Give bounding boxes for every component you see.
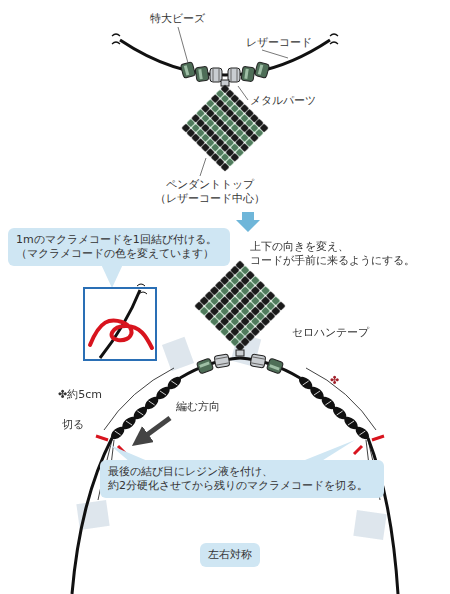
drawing-stroke xyxy=(160,391,166,395)
drawing-stroke xyxy=(325,401,331,405)
large-bead xyxy=(195,66,209,82)
drawing-stroke xyxy=(303,381,309,385)
drawing-stroke xyxy=(254,62,269,79)
drawing-stroke xyxy=(126,421,132,425)
drawing-stroke xyxy=(199,361,209,367)
label: 特大ビーズ xyxy=(150,12,205,26)
leader-line xyxy=(178,27,188,63)
pendant-grid xyxy=(195,261,286,352)
drawing-stroke xyxy=(184,65,189,75)
cut-mark xyxy=(354,436,384,454)
label: 切る xyxy=(62,418,84,432)
drawing-stroke xyxy=(115,431,121,435)
drawing-stroke xyxy=(266,358,283,374)
drawing-stroke xyxy=(216,363,230,365)
macrame-cord xyxy=(90,320,152,348)
drawing-stroke xyxy=(237,68,238,82)
drawing-stroke xyxy=(244,69,248,79)
callout-text: 左右対称 xyxy=(208,548,252,562)
metal-part xyxy=(228,68,240,82)
drawing-stroke xyxy=(215,357,229,359)
callout-box: 1mのマクラメコードを1回結び付ける。 （マクラメコードの色を変えています） xyxy=(8,228,230,266)
break-mark xyxy=(137,284,147,294)
callout-text: 1mのマクラメコードを1回結び付ける。 （マクラメコードの色を変えています） xyxy=(16,233,222,261)
label: レザーコード xyxy=(246,36,312,50)
cord-and-knots xyxy=(72,354,398,594)
label: 編む方向 xyxy=(176,400,220,414)
large-bead xyxy=(241,66,255,82)
bead-row xyxy=(180,62,269,82)
step-arrow xyxy=(236,212,260,232)
label: メタルパーツ xyxy=(250,94,316,108)
label: 上下の向きを変え、 コードが手前に来るようにする。 xyxy=(250,240,440,268)
drawing-stroke xyxy=(149,401,155,405)
large-bead xyxy=(254,62,269,79)
large-bead xyxy=(266,358,283,374)
leader-line xyxy=(238,86,248,100)
callout-box: 最後の結び目にレジン液を付け、 約2分硬化させてから残りのマクラメコードを切る。 xyxy=(100,460,384,498)
break-mark xyxy=(112,34,120,44)
leather-cord xyxy=(180,358,240,378)
drawing-stroke xyxy=(213,68,214,82)
knot xyxy=(353,424,371,441)
drawing-stroke xyxy=(337,411,343,415)
drawing-stroke xyxy=(198,69,202,79)
leader-line xyxy=(200,158,206,176)
drawing-stroke xyxy=(137,411,143,415)
detail-inset xyxy=(84,288,156,360)
label: ✤ xyxy=(330,374,339,388)
pendant xyxy=(195,261,286,356)
drawing-stroke xyxy=(252,357,266,359)
drawing-stroke xyxy=(314,391,320,395)
large-bead xyxy=(196,358,213,374)
drawing-stroke xyxy=(221,163,230,172)
leader-line xyxy=(262,50,288,58)
drawing-stroke xyxy=(348,421,354,425)
drawing-stroke xyxy=(250,354,266,368)
large-bead xyxy=(180,62,195,79)
tape xyxy=(76,333,386,540)
dimension-line xyxy=(306,368,376,430)
callout-pointer xyxy=(300,440,355,462)
tag-box: 左右対称 xyxy=(200,543,260,567)
label: ペンダントトップ （レザーコード中心） xyxy=(145,178,275,206)
drawing-stroke xyxy=(251,363,265,365)
drawing-stroke xyxy=(269,364,279,370)
callout-text: 最後の結び目にレジン液を付け、 約2分硬化させてから残りのマクラメコードを切る。 xyxy=(108,465,376,493)
metal-part xyxy=(214,354,230,368)
metal-part xyxy=(210,68,222,82)
drawing-stroke xyxy=(171,381,177,385)
drawing-stroke xyxy=(228,68,240,82)
label: ✤約5cm xyxy=(58,388,102,402)
drawing-stroke xyxy=(210,68,222,82)
break-mark xyxy=(330,34,338,44)
direction-arrow xyxy=(140,418,170,440)
drawing-stroke xyxy=(241,66,255,82)
leather-cord xyxy=(240,358,300,378)
metal-part xyxy=(250,354,266,368)
drawing-stroke xyxy=(258,64,263,74)
drawing-stroke xyxy=(214,354,230,368)
label: セロハンテープ xyxy=(292,326,369,340)
pendant xyxy=(182,80,269,171)
drawing-stroke xyxy=(359,431,365,435)
drawing-stroke xyxy=(196,358,213,374)
drawing-stroke xyxy=(180,62,195,79)
drawing-stroke xyxy=(219,68,220,82)
knot xyxy=(109,424,127,441)
metal-link xyxy=(236,350,244,356)
drawing-stroke xyxy=(231,68,232,82)
drawing-stroke xyxy=(195,66,209,82)
